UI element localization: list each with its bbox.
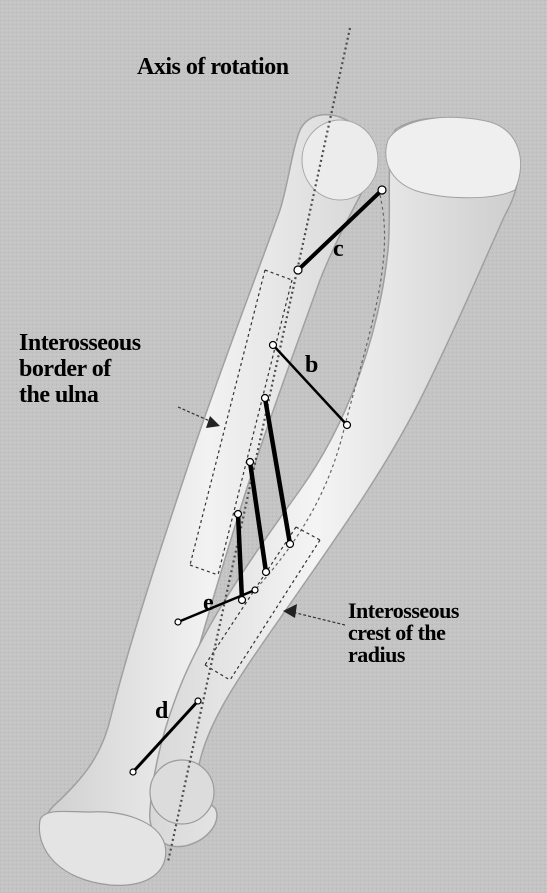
band-e-label: e: [203, 590, 213, 616]
band-d-label: d: [155, 698, 168, 724]
ulna-interosseous-border-label: Interosseous border of the ulna: [19, 330, 141, 408]
axis-of-rotation-label: Axis of rotation: [137, 54, 289, 80]
band-b-label: b: [305, 352, 318, 378]
radius-head: [386, 117, 521, 197]
radius-distal-end: [150, 760, 214, 824]
radius-interosseous-crest-label: Interosseous crest of the radius: [348, 600, 459, 666]
band-c-label: c: [333, 236, 343, 262]
ulna-head: [302, 120, 378, 200]
